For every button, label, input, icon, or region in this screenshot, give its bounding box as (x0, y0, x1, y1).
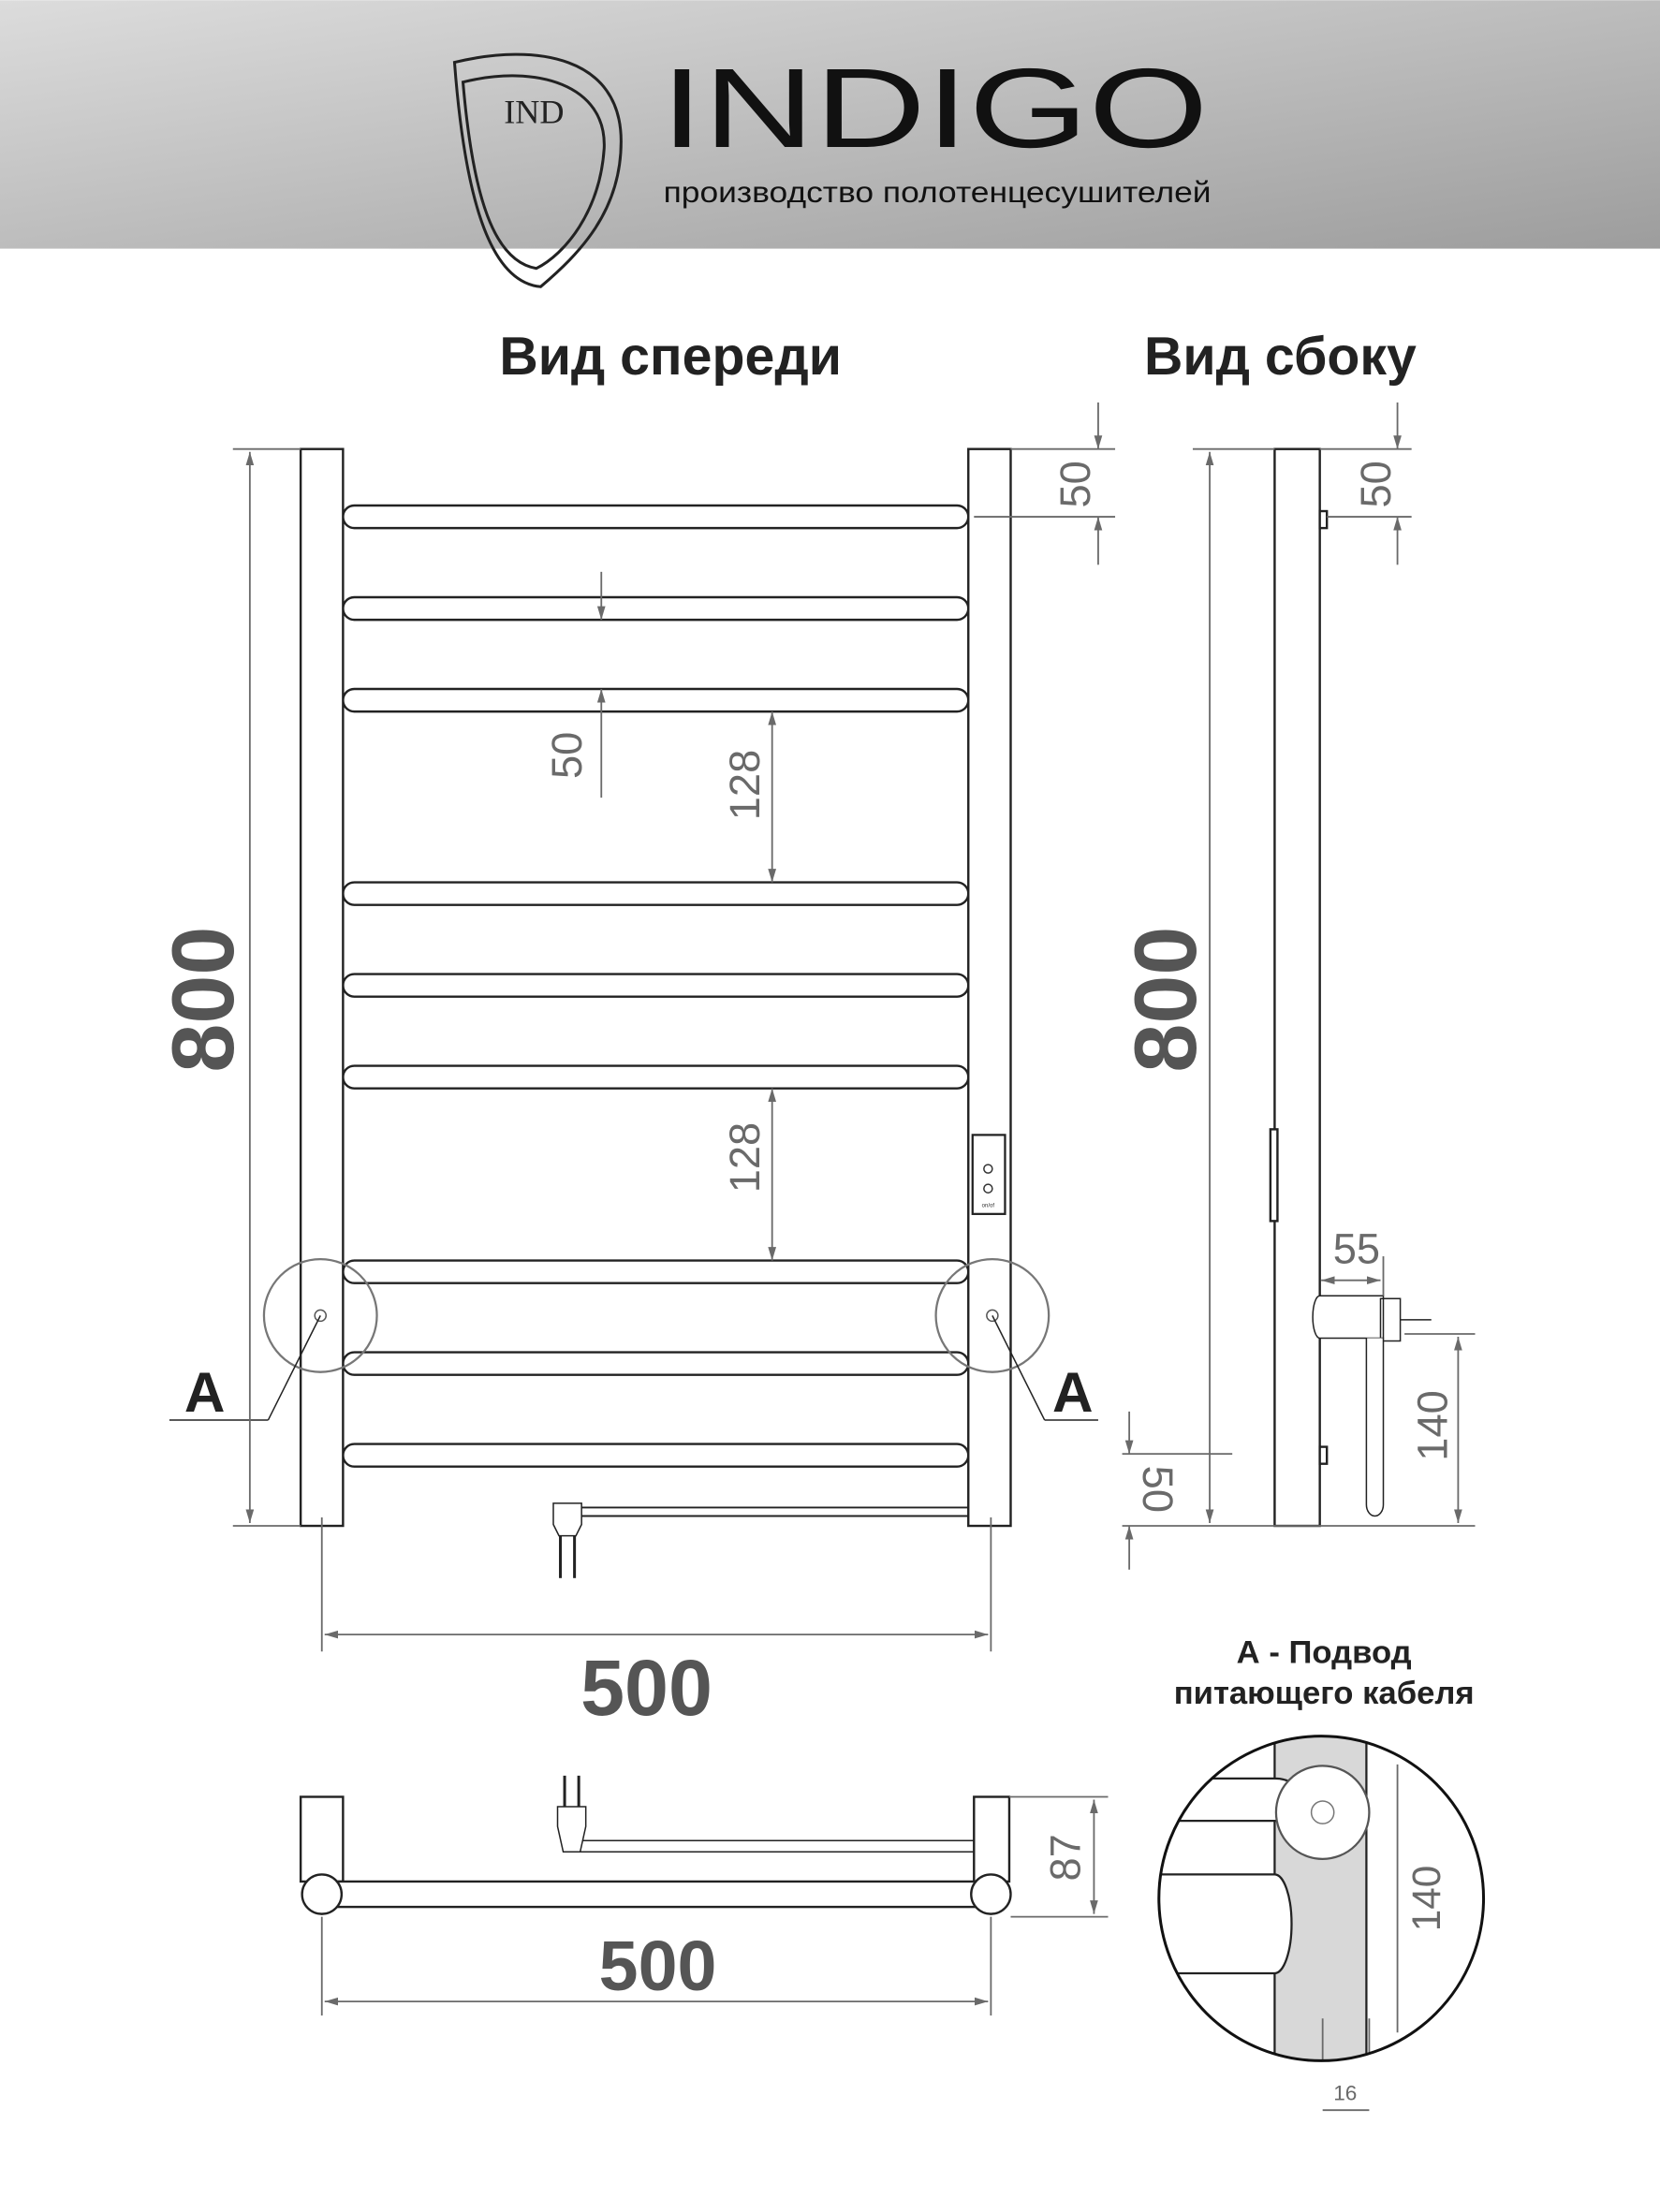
dimensions-front (232, 402, 1116, 1652)
control-panel: on/of (971, 1134, 1006, 1215)
plug-depth-label: 55 (1333, 1225, 1380, 1273)
left-upright (299, 447, 345, 1528)
rail-gap-1-label: 128 (721, 750, 769, 820)
detail-circle-left (262, 1257, 378, 1373)
rail-gap-2-label: 128 (721, 1122, 769, 1193)
side-view-title: Вид сбоку (1144, 327, 1417, 387)
detail-circle-right (934, 1257, 1050, 1373)
rails (342, 504, 970, 1468)
rail-gap-small-label: 50 (543, 732, 591, 779)
detail-title-line2: питающего кабеля (1174, 1676, 1475, 1711)
dimensions-side (1122, 402, 1476, 1570)
front-width-label: 500 (580, 1644, 712, 1732)
brand-tagline: производство полотенцесушителей (664, 175, 1212, 209)
side-top-offset-label: 50 (1352, 461, 1400, 507)
detail-marker-right: A (1052, 1360, 1094, 1424)
brand-name: INDIGO (661, 45, 1209, 171)
control-label: on/of (982, 1203, 995, 1209)
detail-title-line1: А - Подвод (1237, 1634, 1412, 1670)
top-depth-label: 87 (1041, 1834, 1089, 1881)
front-height-label: 800 (154, 927, 252, 1073)
top-view: 87 500 (299, 1775, 1109, 2016)
front-top-offset-label: 50 (1051, 461, 1099, 507)
logo-text: IND (504, 93, 564, 130)
detail-a: А - Подвод питающего кабеля 140 16 (1157, 1634, 1486, 2112)
detail-height-label: 140 (1404, 1866, 1448, 1931)
plug-height-label: 140 (1408, 1390, 1456, 1460)
cable-and-plug (552, 1502, 969, 1578)
header-banner: IND INDIGO производство полотенцесушител… (0, 0, 1660, 288)
front-view-title: Вид спереди (499, 327, 842, 387)
side-bottom-offset-label: 50 (1134, 1466, 1182, 1513)
side-height-label: 800 (1116, 927, 1214, 1073)
detail-offset-label: 16 (1333, 2082, 1357, 2105)
detail-marker-left: A (184, 1360, 226, 1424)
front-view: on/of A A 800 50 50 12 (154, 402, 1116, 1732)
logo-mark: IND (452, 52, 623, 288)
right-upright (967, 447, 1012, 1528)
side-view: 800 50 50 55 140 (1116, 402, 1476, 1570)
top-width-label: 500 (599, 1926, 717, 2005)
